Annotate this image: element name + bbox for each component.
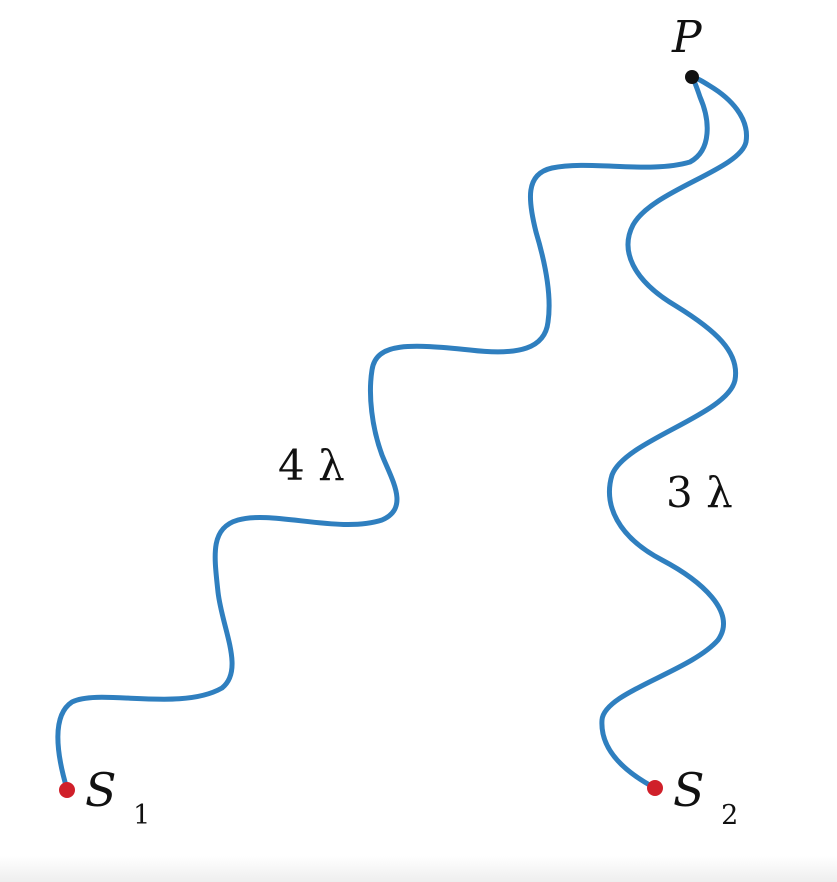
source-s1-letter: S bbox=[85, 763, 117, 817]
point-p-label: P bbox=[671, 12, 703, 63]
wave-path-s2-to-p bbox=[599, 74, 749, 791]
source-s1-subscript: 1 bbox=[133, 800, 150, 831]
path-2-wavelength-label: 3 λ bbox=[666, 468, 733, 517]
wave-path-s1-to-p bbox=[55, 74, 710, 792]
source-s2-label: S 2 bbox=[673, 763, 738, 831]
path-1-wavelength-label: 4 λ bbox=[278, 441, 345, 490]
source-s1-label: S 1 bbox=[85, 763, 150, 831]
point-p-dot bbox=[685, 70, 699, 84]
source-s2-dot bbox=[647, 780, 663, 796]
source-s2-letter: S bbox=[673, 763, 705, 817]
bottom-shadow-band bbox=[0, 856, 837, 882]
source-s2-subscript: 2 bbox=[721, 800, 738, 831]
source-s1-dot bbox=[59, 782, 75, 798]
